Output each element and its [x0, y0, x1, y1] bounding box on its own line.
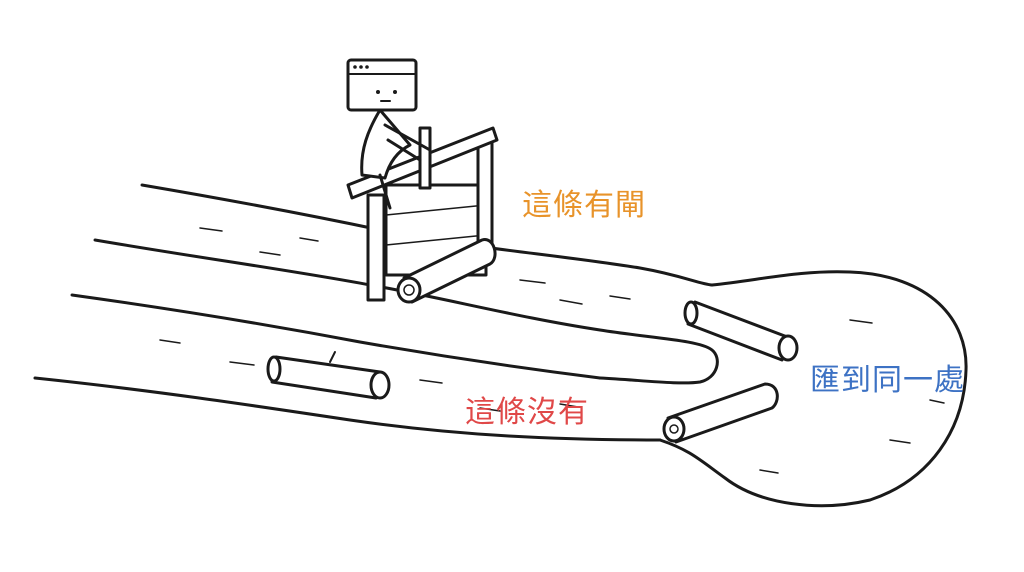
- gate-post-left: [366, 193, 386, 302]
- window-dot-icon: [353, 65, 357, 69]
- water-ripples: [159, 227, 945, 474]
- log-pool-upper: [683, 300, 799, 362]
- operator-head-browser-window: [346, 58, 418, 112]
- log-pool-lower: [662, 382, 779, 444]
- window-dot-icon: [359, 65, 363, 69]
- log-ungated-channel: [266, 351, 391, 400]
- gated-channel-bottom-bank: [93, 238, 719, 385]
- operator-leg: [378, 173, 392, 210]
- operator-arm: [383, 123, 432, 152]
- ungated-channel-top-bank: [70, 293, 602, 380]
- log-at-gate: [396, 238, 497, 304]
- merge-point-label: 匯到同一處: [810, 363, 965, 398]
- operator-character: [346, 58, 432, 210]
- window-dot-icon: [365, 65, 369, 69]
- gated-channel-label: 這條有閘: [522, 188, 646, 223]
- operator-eye: [376, 90, 380, 94]
- gate-post-right: [476, 138, 494, 257]
- ungated-channel-label: 這條沒有: [465, 395, 589, 430]
- ungated-channel-bottom-bank: [33, 376, 662, 442]
- gate-handle: [418, 126, 432, 190]
- operator-arm: [386, 138, 422, 162]
- operator-eye: [393, 90, 397, 94]
